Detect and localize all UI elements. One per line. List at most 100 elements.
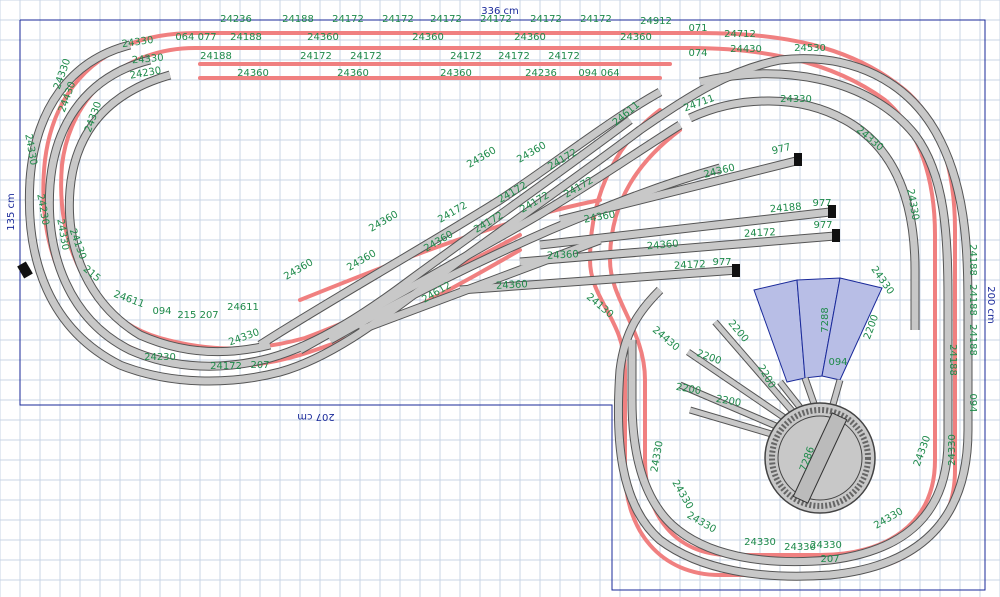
track-part-label: 24611 bbox=[112, 289, 146, 310]
turntable-track bbox=[679, 382, 791, 435]
track-part-label: 24330 bbox=[54, 218, 70, 251]
turntable bbox=[764, 402, 876, 514]
track-part-label: 24172 bbox=[498, 51, 530, 62]
turntable-bridge bbox=[792, 412, 848, 504]
track-part-label: 7288 bbox=[820, 307, 831, 332]
track-part-label: 24188 bbox=[967, 324, 978, 356]
track-part-label: 207 bbox=[820, 554, 839, 565]
buffer-stop bbox=[832, 229, 840, 242]
track-part-label: 24360 bbox=[620, 32, 652, 43]
track-part-label: 24360 bbox=[282, 257, 315, 282]
track-part-label: 24230 bbox=[34, 193, 50, 226]
track-part-label: 24188 bbox=[200, 51, 232, 62]
track-part-label: 24172 bbox=[450, 51, 482, 62]
track-part-label: 2200 bbox=[675, 382, 702, 397]
upper-track-right-mid-fill bbox=[628, 70, 952, 566]
track-part-label: 24172 bbox=[674, 259, 706, 272]
track-part-label: 215 207 bbox=[177, 310, 218, 321]
buffer-stop bbox=[794, 153, 802, 166]
lower-track-inner bbox=[193, 46, 937, 557]
upper-track-siding-1-fill bbox=[559, 156, 801, 224]
upper-track-inner-loop-fill bbox=[65, 71, 271, 356]
upper-track-diag-2-fill bbox=[298, 122, 682, 354]
track-part-label: 24172 bbox=[430, 14, 462, 25]
track-part-label: 24430 bbox=[650, 325, 681, 354]
track-part-label: 24172 bbox=[530, 14, 562, 25]
track-part-label: 094 bbox=[152, 306, 171, 317]
upper-track-diag-3-fill bbox=[328, 164, 721, 344]
track-part-label: 24230 bbox=[129, 65, 162, 81]
track-part-label: 24330 bbox=[121, 35, 154, 50]
track-part-label: 24188 bbox=[769, 202, 802, 216]
bottom-width-dimension: 207 cm bbox=[297, 411, 335, 422]
track-part-label: 24188 bbox=[282, 14, 314, 25]
track-part-label: 24330 bbox=[669, 478, 694, 511]
track-part-label: 977 bbox=[712, 257, 731, 268]
room-outline bbox=[19, 19, 986, 591]
track-part-label: 24172 bbox=[744, 227, 776, 240]
track-part-label: 24172 bbox=[548, 51, 580, 62]
track-part-label: 24330 bbox=[649, 440, 665, 473]
track-part-label: 24188 bbox=[230, 32, 262, 43]
upper-level-tracks bbox=[24, 40, 973, 581]
track-part-label: 24360 bbox=[583, 209, 616, 225]
track-part-label: 074 bbox=[688, 48, 707, 59]
track-part-label: 24188 bbox=[947, 344, 958, 376]
track-part-label: 24330 bbox=[780, 94, 812, 105]
track-part-label: 24172 bbox=[480, 14, 512, 25]
track-part-label: 094 064 bbox=[578, 68, 619, 79]
track-part-label: 24172 bbox=[332, 14, 364, 25]
buffer-stop bbox=[828, 205, 836, 218]
track-part-label: 24330 bbox=[912, 434, 933, 468]
turntable-track bbox=[713, 320, 802, 422]
track-part-label: 977 bbox=[812, 198, 831, 209]
track-part-label: 2200 bbox=[715, 394, 742, 409]
track-part-label: 24172 bbox=[210, 361, 242, 372]
upper-track-siding-4-fill bbox=[459, 266, 739, 294]
track-part-label: 977 bbox=[813, 220, 832, 231]
track-part-label: 071 bbox=[688, 23, 707, 34]
track-part-label: 24360 bbox=[440, 68, 472, 79]
top-width-dimension: 336 cm bbox=[481, 6, 519, 17]
turntable-track bbox=[686, 349, 797, 428]
track-part-label: 207 bbox=[250, 360, 269, 371]
buffer-stop bbox=[732, 264, 740, 277]
upper-track-siding-3-fill bbox=[519, 232, 836, 266]
turntable-rim bbox=[769, 407, 871, 509]
left-height-dimension: 135 cm bbox=[6, 193, 17, 231]
roundhouse bbox=[753, 277, 883, 383]
track-part-label: 24172 bbox=[350, 51, 382, 62]
track-part-label: 24360 bbox=[237, 68, 269, 79]
track-part-label: 24360 bbox=[646, 239, 679, 253]
track-part-label: 24188 bbox=[967, 284, 978, 316]
track-part-label: 24330 bbox=[784, 542, 816, 553]
track-part-label: 24236 bbox=[220, 14, 252, 25]
track-part-label: 24188 bbox=[967, 244, 978, 276]
track-part-label: 24330 bbox=[685, 510, 718, 535]
track-part-label: 24912 bbox=[640, 16, 672, 27]
track-part-label: 24330 bbox=[947, 434, 958, 466]
upper-track-right-inner-fill bbox=[688, 97, 919, 330]
upper-track-outer-loop-fill bbox=[25, 41, 972, 580]
track-part-label: 24230 bbox=[144, 352, 176, 363]
track-part-label: 24330 bbox=[22, 133, 38, 166]
upper-track-mid-loop-fill bbox=[45, 56, 633, 370]
track-part-label: 24360 bbox=[547, 249, 579, 262]
track-part-label: 24330 bbox=[904, 188, 920, 221]
track-part-label: 24712 bbox=[724, 29, 756, 40]
track-part-label: 24360 bbox=[412, 32, 444, 43]
right-height-dimension: 200 cm bbox=[985, 286, 996, 324]
track-part-label: 24530 bbox=[794, 43, 826, 54]
lower-track-diag bbox=[298, 198, 602, 302]
upper-track-diag-1-fill bbox=[258, 88, 662, 348]
track-part-label: 24330 bbox=[744, 537, 776, 548]
buffer-stops bbox=[17, 153, 840, 279]
track-part-label: 24330 bbox=[131, 53, 164, 67]
track-part-label: 064 077 bbox=[175, 32, 216, 43]
upper-track-diag-4-fill bbox=[358, 236, 602, 334]
track-part-label: 24330 bbox=[810, 540, 842, 551]
track-part-label: 094 bbox=[828, 357, 847, 368]
track-part-label: 977 bbox=[771, 142, 792, 157]
track-part-label: 24360 bbox=[496, 279, 528, 292]
